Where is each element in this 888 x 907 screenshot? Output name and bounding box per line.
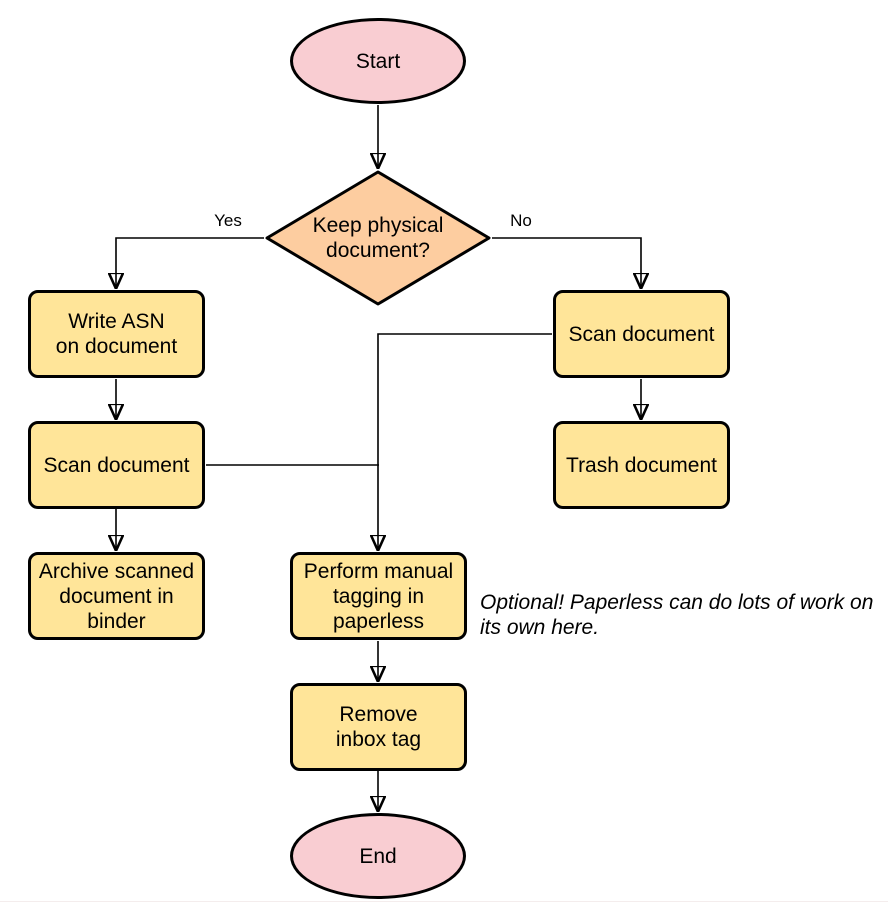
process-scan-document-right-label: Scan document: [568, 322, 715, 346]
process-scan-document-right: Scan document: [553, 290, 730, 378]
end-node-label: End: [359, 844, 397, 868]
end-node: End: [290, 813, 466, 899]
process-archive-scanned-document: Archive scanned document in binder: [28, 552, 205, 640]
process-remove-inbox-tag-label: Remove inbox tag: [335, 703, 422, 751]
process-perform-manual-tagging: Perform manual tagging in paperless: [290, 552, 467, 640]
process-scan-document-left-label: Scan document: [43, 453, 190, 477]
process-archive-label: Archive scanned document in binder: [38, 559, 195, 633]
process-remove-inbox-tag: Remove inbox tag: [290, 683, 467, 771]
edge-label-no: No: [510, 211, 532, 230]
page-bottom-divider: [0, 901, 888, 902]
process-trash-document-label: Trash document: [566, 453, 717, 477]
edge-decision-no-to-scan-right: [492, 237, 641, 288]
edge-scan-right-to-tagging: [378, 333, 552, 550]
start-node: Start: [290, 18, 466, 104]
process-tagging-label: Perform manual tagging in paperless: [303, 559, 454, 633]
diamond-shape: [265, 170, 491, 306]
decision-keep-physical-document: Keep physical document?: [265, 170, 491, 306]
start-node-label: Start: [355, 49, 401, 73]
edge-decision-yes-to-write-asn: [116, 237, 264, 288]
process-trash-document: Trash document: [553, 421, 730, 509]
process-scan-document-left: Scan document: [28, 421, 205, 509]
annotation-optional-paperless: Optional! Paperless can do lots of work …: [480, 591, 874, 639]
decision-label: Keep physical document?: [312, 214, 444, 262]
edge-label-yes: Yes: [214, 211, 242, 230]
process-write-asn-on-document: Write ASN on document: [28, 290, 205, 378]
process-write-asn-label: Write ASN on document: [55, 310, 178, 358]
